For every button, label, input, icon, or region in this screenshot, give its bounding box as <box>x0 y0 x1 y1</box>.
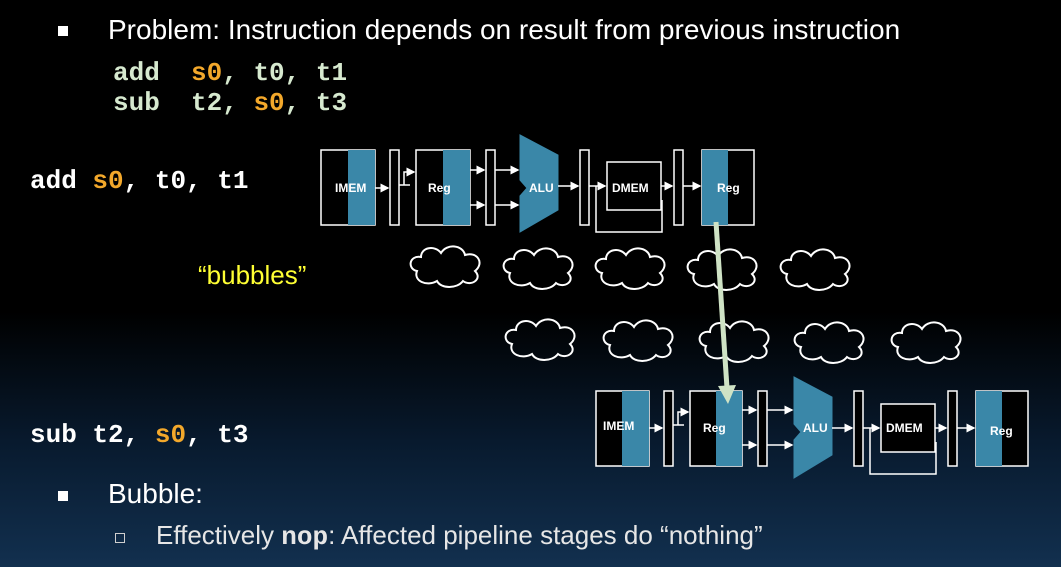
nop-post: : Affected pipeline stages do “nothing” <box>328 520 763 550</box>
code-src-reg: s0 <box>253 88 285 118</box>
instr-op: add <box>30 166 77 196</box>
code-op: sub <box>113 88 160 118</box>
bubble-cloud <box>409 245 481 288</box>
bullet-marker <box>58 491 68 501</box>
bubble-cloud <box>594 247 666 290</box>
sub-bullet-marker <box>115 533 125 543</box>
reg-write-label: Reg <box>717 181 740 195</box>
instr-reg: s0 <box>92 166 124 196</box>
code-op: add <box>113 58 160 88</box>
nop-pre: Effectively <box>156 520 282 550</box>
reg-write-label: Reg <box>990 424 1013 438</box>
instr-rest: , t3 <box>186 420 249 450</box>
instr-add-label: add s0, t0, t1 <box>30 166 248 196</box>
pipeline-row-sub: IMEM Reg ALU DMEM Reg <box>595 376 1029 479</box>
bubble-cloud <box>779 248 851 291</box>
bubble-cloud <box>698 320 770 363</box>
bubble-cloud <box>602 319 674 362</box>
instr-reg: s0 <box>154 420 187 450</box>
nop-subbullet: Effectively nop: Affected pipeline stage… <box>156 520 763 552</box>
alu-label: ALU <box>529 181 554 195</box>
imem-label: IMEM <box>335 181 366 195</box>
code-dest-reg: s0 <box>191 58 223 88</box>
bubble-cloud <box>793 321 865 364</box>
alu-label: ALU <box>803 421 828 435</box>
dependency-arrow <box>713 221 736 404</box>
bubble-cloud <box>504 318 576 361</box>
code-line-add: add s0, t0, t1 <box>113 58 347 88</box>
bullet-marker <box>58 26 68 36</box>
bubbles-label: “bubbles” <box>198 260 307 290</box>
bubble-cloud <box>502 247 574 290</box>
problem-bullet-text: Problem: Instruction depends on result f… <box>108 14 901 45</box>
code-rest: , t0, t1 <box>222 58 348 88</box>
reg-read-label: Reg <box>703 421 726 435</box>
code-rest: , t3 <box>284 88 348 118</box>
dmem-label: DMEM <box>612 181 649 195</box>
bubble-cloud <box>890 321 962 364</box>
instr-pre: t2, <box>92 420 140 450</box>
bubble-bullet-text: Bubble: <box>108 478 203 509</box>
dmem-label: DMEM <box>886 421 923 435</box>
bubble-clouds <box>409 245 962 364</box>
reg-read-label: Reg <box>428 181 451 195</box>
code-line-sub: sub t2, s0, t3 <box>113 88 347 118</box>
instr-sub-label: sub t2, s0, t3 <box>30 420 248 450</box>
code-dest-reg: t2, <box>191 88 238 118</box>
instr-op: sub <box>30 420 77 450</box>
pipeline-row-add: IMEM Reg ALU DMEM Reg <box>320 134 755 233</box>
instr-rest: , t0, t1 <box>123 166 249 196</box>
imem-label: IMEM <box>603 419 634 433</box>
nop-code: nop <box>281 522 329 552</box>
